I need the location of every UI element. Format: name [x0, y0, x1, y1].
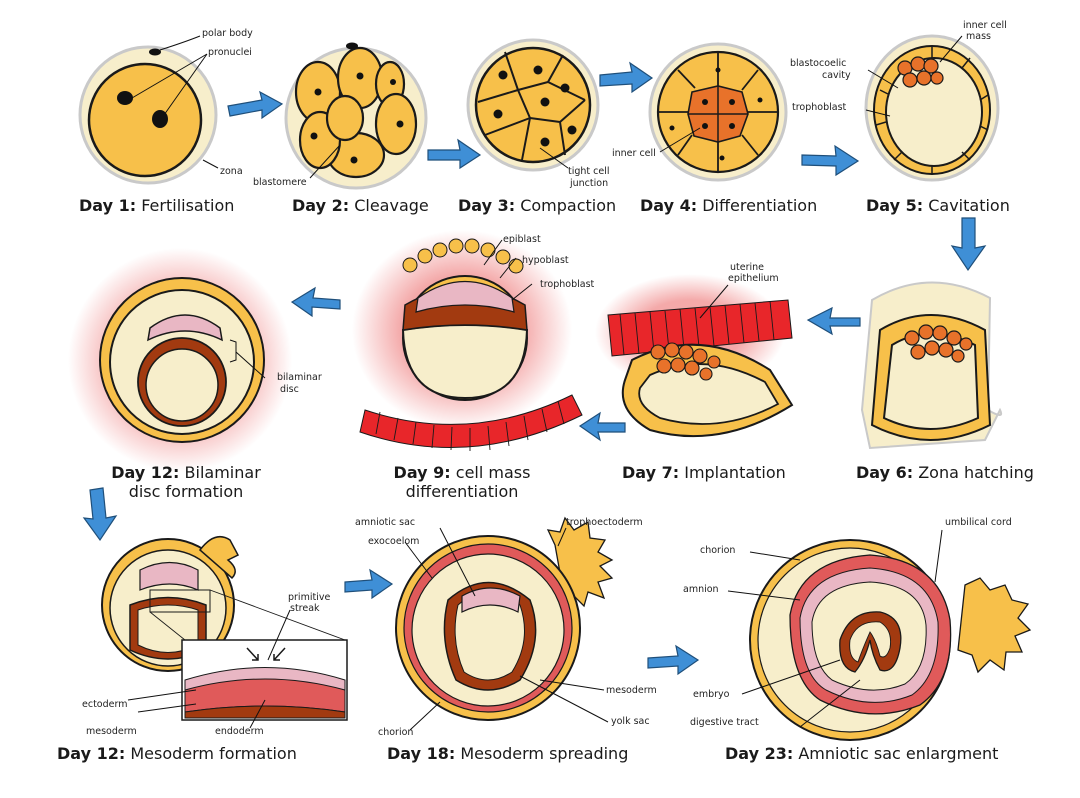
label-trophoblast-9: trophoblast — [540, 279, 595, 290]
day12-bilaminar-disc — [68, 248, 292, 472]
day4-differentiation — [648, 42, 788, 182]
label-epithelium: epithelium — [728, 273, 779, 284]
day2-cleavage — [284, 42, 428, 190]
day12-mesoderm-formation — [101, 535, 348, 729]
label-mesoderm-18: mesoderm — [606, 685, 657, 696]
label-chorion-23: chorion — [700, 545, 736, 556]
label-blastomere: blastomere — [253, 177, 307, 188]
caption-day18: Day 18: Mesoderm spreading — [387, 744, 629, 763]
label-tight-cell: tight cell — [568, 166, 610, 177]
label-amniotic-sac: amniotic sac — [355, 517, 416, 528]
label-trophoblast: trophoblast — [792, 102, 847, 113]
label-primitive: primitive — [288, 592, 331, 603]
day3-compaction — [466, 38, 600, 172]
label-umbilical-cord: umbilical cord — [945, 517, 1012, 528]
caption-day7: Day 7: Implantation — [622, 463, 786, 482]
label-epiblast: epiblast — [503, 234, 541, 245]
arrow-icon — [599, 61, 654, 94]
caption-day6: Day 6: Zona hatching — [856, 463, 1034, 482]
arrow-icon — [950, 217, 987, 272]
label-disc: disc — [280, 384, 299, 395]
arrow-icon — [290, 286, 341, 318]
label-amnion: amnion — [683, 584, 719, 595]
arrow-icon — [82, 487, 118, 542]
caption-day1: Day 1: Fertilisation — [79, 196, 235, 215]
caption-day3: Day 3: Compaction — [458, 196, 617, 215]
caption-day2: Day 2: Cleavage — [292, 196, 429, 215]
label-chorion-18: chorion — [378, 727, 414, 738]
day18-mesoderm-spreading — [395, 516, 614, 731]
label-inner-cell-mass-2: mass — [966, 31, 991, 42]
day23-amniotic-sac — [727, 529, 1032, 741]
arrow-icon — [344, 568, 394, 600]
label-mesoderm-12: mesoderm — [86, 726, 137, 737]
label-digestive-tract: digestive tract — [690, 717, 759, 728]
day1-zygote — [78, 35, 219, 185]
day7-implantation — [595, 274, 794, 438]
label-endoderm: endoderm — [215, 726, 264, 737]
arrow-icon — [227, 90, 284, 120]
arrow-icon — [578, 411, 626, 442]
arrow-icon — [647, 644, 700, 676]
day6-zona-hatching — [860, 281, 1003, 450]
caption-day12-mesoderm: Day 12: Mesoderm formation — [57, 744, 297, 763]
day9-cell-mass-differentiation — [352, 230, 583, 451]
label-polar-body: polar body — [202, 28, 253, 39]
label-trophoectoderm: trophoectoderm — [566, 517, 643, 528]
label-blastocoelic: blastocoelic — [790, 58, 847, 69]
label-embryo: embryo — [693, 689, 730, 700]
label-inner-cell: inner cell — [612, 148, 656, 159]
label-bilaminar: bilaminar — [277, 372, 322, 383]
caption-day5: Day 5: Cavitation — [866, 196, 1010, 215]
label-pronuclei: pronuclei — [208, 47, 252, 58]
label-yolk-sac: yolk sac — [611, 716, 650, 727]
arrow-icon — [806, 306, 861, 336]
label-cavity: cavity — [822, 70, 851, 81]
caption-day23: Day 23: Amniotic sac enlargment — [725, 744, 999, 763]
label-uterine: uterine — [730, 262, 765, 273]
label-junction: junction — [570, 178, 609, 189]
label-hypoblast: hypoblast — [522, 255, 569, 266]
arrow-icon — [801, 144, 860, 177]
day5-cavitation — [864, 34, 1000, 182]
label-ectoderm: ectoderm — [82, 699, 128, 710]
arrow-icon — [427, 138, 482, 170]
label-inner-cell-mass: inner cell — [963, 20, 1007, 31]
caption-day4: Day 4: Differentiation — [640, 196, 818, 215]
label-zona: zona — [220, 166, 243, 177]
label-exocoelom: exocoelom — [368, 536, 420, 547]
label-streak: streak — [290, 603, 320, 614]
